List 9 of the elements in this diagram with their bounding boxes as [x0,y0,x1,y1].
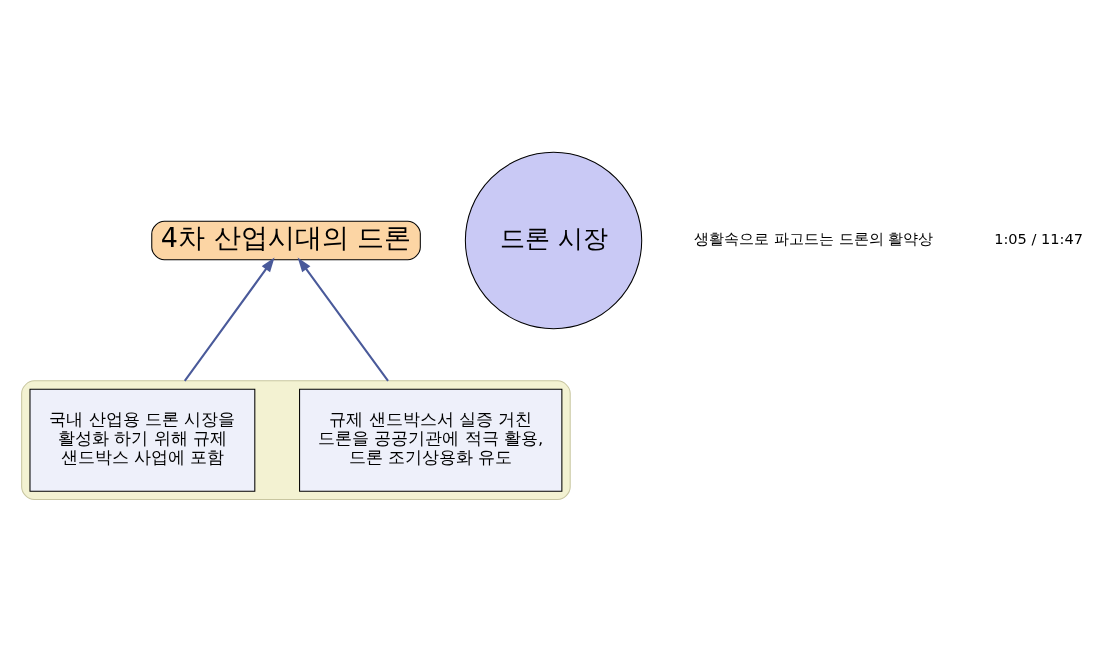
node-box: 규제 샌드박스서 실증 거친 드론을 공공기관에 적극 활용, 드론 조기상용화 유도 [299,388,563,492]
node-box: 국내 산업용 드론 시장을 활성화 하기 위해 규제 샌드박스 사업에 포함 [29,388,256,492]
arrow [183,257,275,382]
label: 생활속으로 파고드는 드론의 활약상 [694,230,934,248]
node-circle: 드론 시장 [464,151,643,330]
node-box: 4차 산업시대의 드론 [151,220,421,261]
label: 1:05 / 11:47 [994,230,1083,248]
arrow [297,257,389,382]
cluster [21,380,571,501]
